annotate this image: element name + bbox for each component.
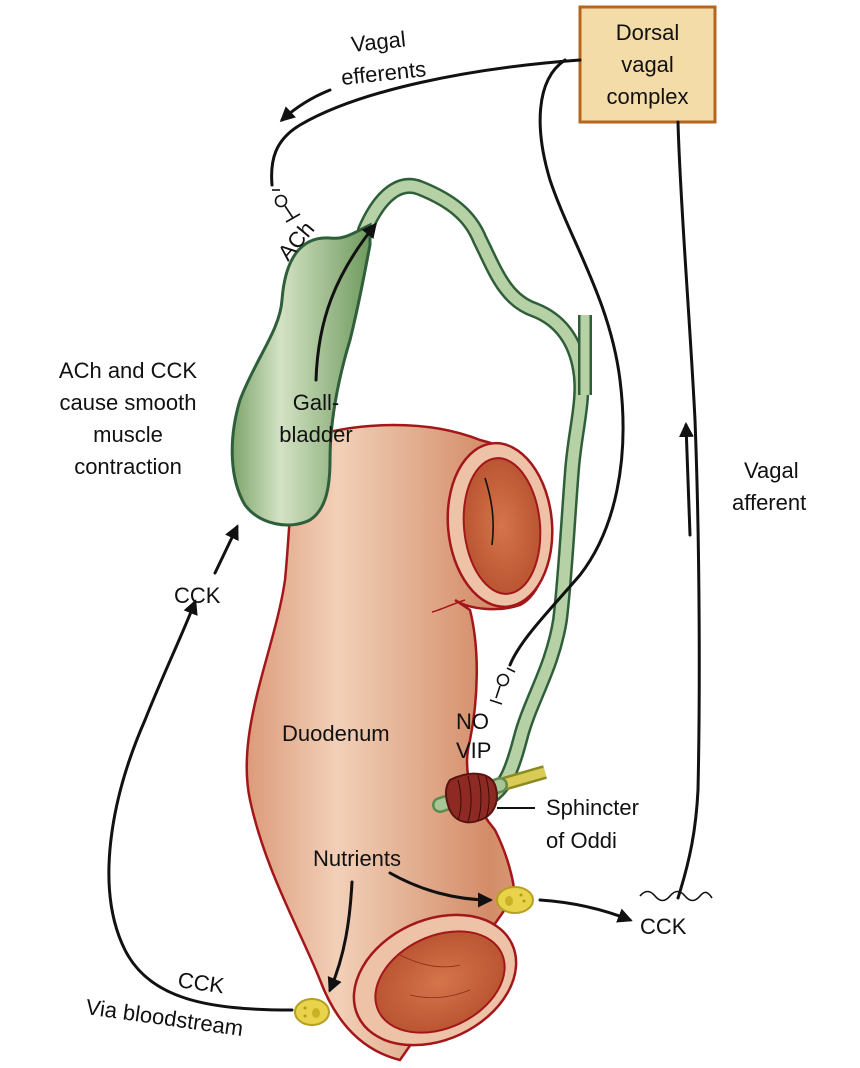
nutrients-label: Nutrients [313,846,401,871]
dorsal-vagal-complex-box: Dorsal vagal complex [578,5,717,124]
sphincter-of-oddi [444,772,498,824]
dvc-label-line-1: Dorsal [616,20,680,45]
bile-flow-arrow [314,222,377,382]
vagal-afferent-label-2: afferent [732,490,806,515]
duodenum-upper-opening [431,441,554,613]
gallbladder-label-1: Gall- [293,390,339,415]
vagal-afferent-label-1: Vagal [744,458,799,483]
cck-to-afferent-arrow [538,898,633,923]
ach-synapse-icon [272,189,301,223]
sphincter-label-2: of Oddi [546,828,617,853]
ach-cck-label-3: muscle [93,422,163,447]
duodenum-lower-opening [352,913,518,1047]
vagal-efferents-label-1: Vagal [350,26,407,57]
cck-lower-label: CCK [176,967,226,998]
cck-right-label: CCK [640,914,687,939]
no-vip-synapse-icon [489,667,516,705]
cck-bloodstream-loop [107,599,294,1012]
duodenum [245,423,554,1062]
vagal-afferent-nerve [676,120,701,900]
cck-cell-right [496,886,534,914]
vagal-efferent-to-sphincter [508,58,625,667]
ach-cck-label-1: ACh and CCK [59,358,198,383]
gallbladder [230,222,372,527]
ach-cck-label-4: contraction [74,454,182,479]
via-bloodstream-label: Via bloodstream [84,994,245,1041]
nutrients-arrow-down [327,880,354,993]
receptor-terminal-icon [639,890,713,902]
duodenum-label: Duodenum [282,721,390,746]
dvc-label-line-3: complex [607,84,689,109]
cck-cell-left [294,998,330,1026]
no-label: NO [456,709,489,734]
gallbladder-label-2: bladder [279,422,352,447]
vagal-efferents-arrow [279,88,332,123]
cck-upper-label: CCK [174,583,221,608]
vagal-afferent-arrow [678,422,694,537]
vip-label: VIP [456,738,491,763]
sphincter-label-1: Sphincter [546,795,639,820]
dvc-label-line-2: vagal [621,52,674,77]
vagal-efferent-to-gallbladder [270,58,582,187]
ach-cck-label-2: cause smooth [60,390,197,415]
cck-to-gallbladder-arrow [213,524,239,575]
nutrients-arrow-right [388,871,493,908]
